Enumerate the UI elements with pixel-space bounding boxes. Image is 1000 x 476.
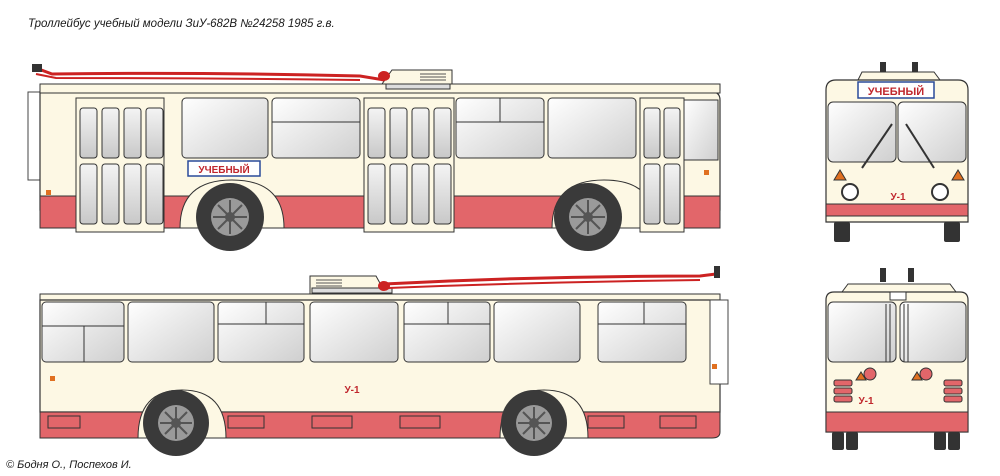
door-middle [363,97,455,233]
door-front [639,97,685,233]
front-sign: УЧЕБНЫЙ [868,85,925,98]
wheel [143,390,209,456]
wheel [501,390,567,456]
wheel [196,183,264,251]
wheel [554,183,622,251]
page-title: Троллейбус учебный модели ЗиУ-682В №2425… [28,18,335,30]
side-view-right: УЧЕБНЫЙ [27,64,721,251]
side-sign: УЧЕБНЫЙ [198,163,249,176]
rear-view: У-1 [825,268,969,450]
side-route-label: У-1 [344,385,360,396]
side-view-left: У-1 [39,266,729,456]
door-rear [75,97,165,233]
author-credit: © Бодня О., Поспехов И. [6,459,132,471]
front-view: УЧЕБНЫЙ У-1 [825,62,969,242]
rear-route-label: У-1 [858,396,874,407]
front-route-label: У-1 [890,192,906,203]
